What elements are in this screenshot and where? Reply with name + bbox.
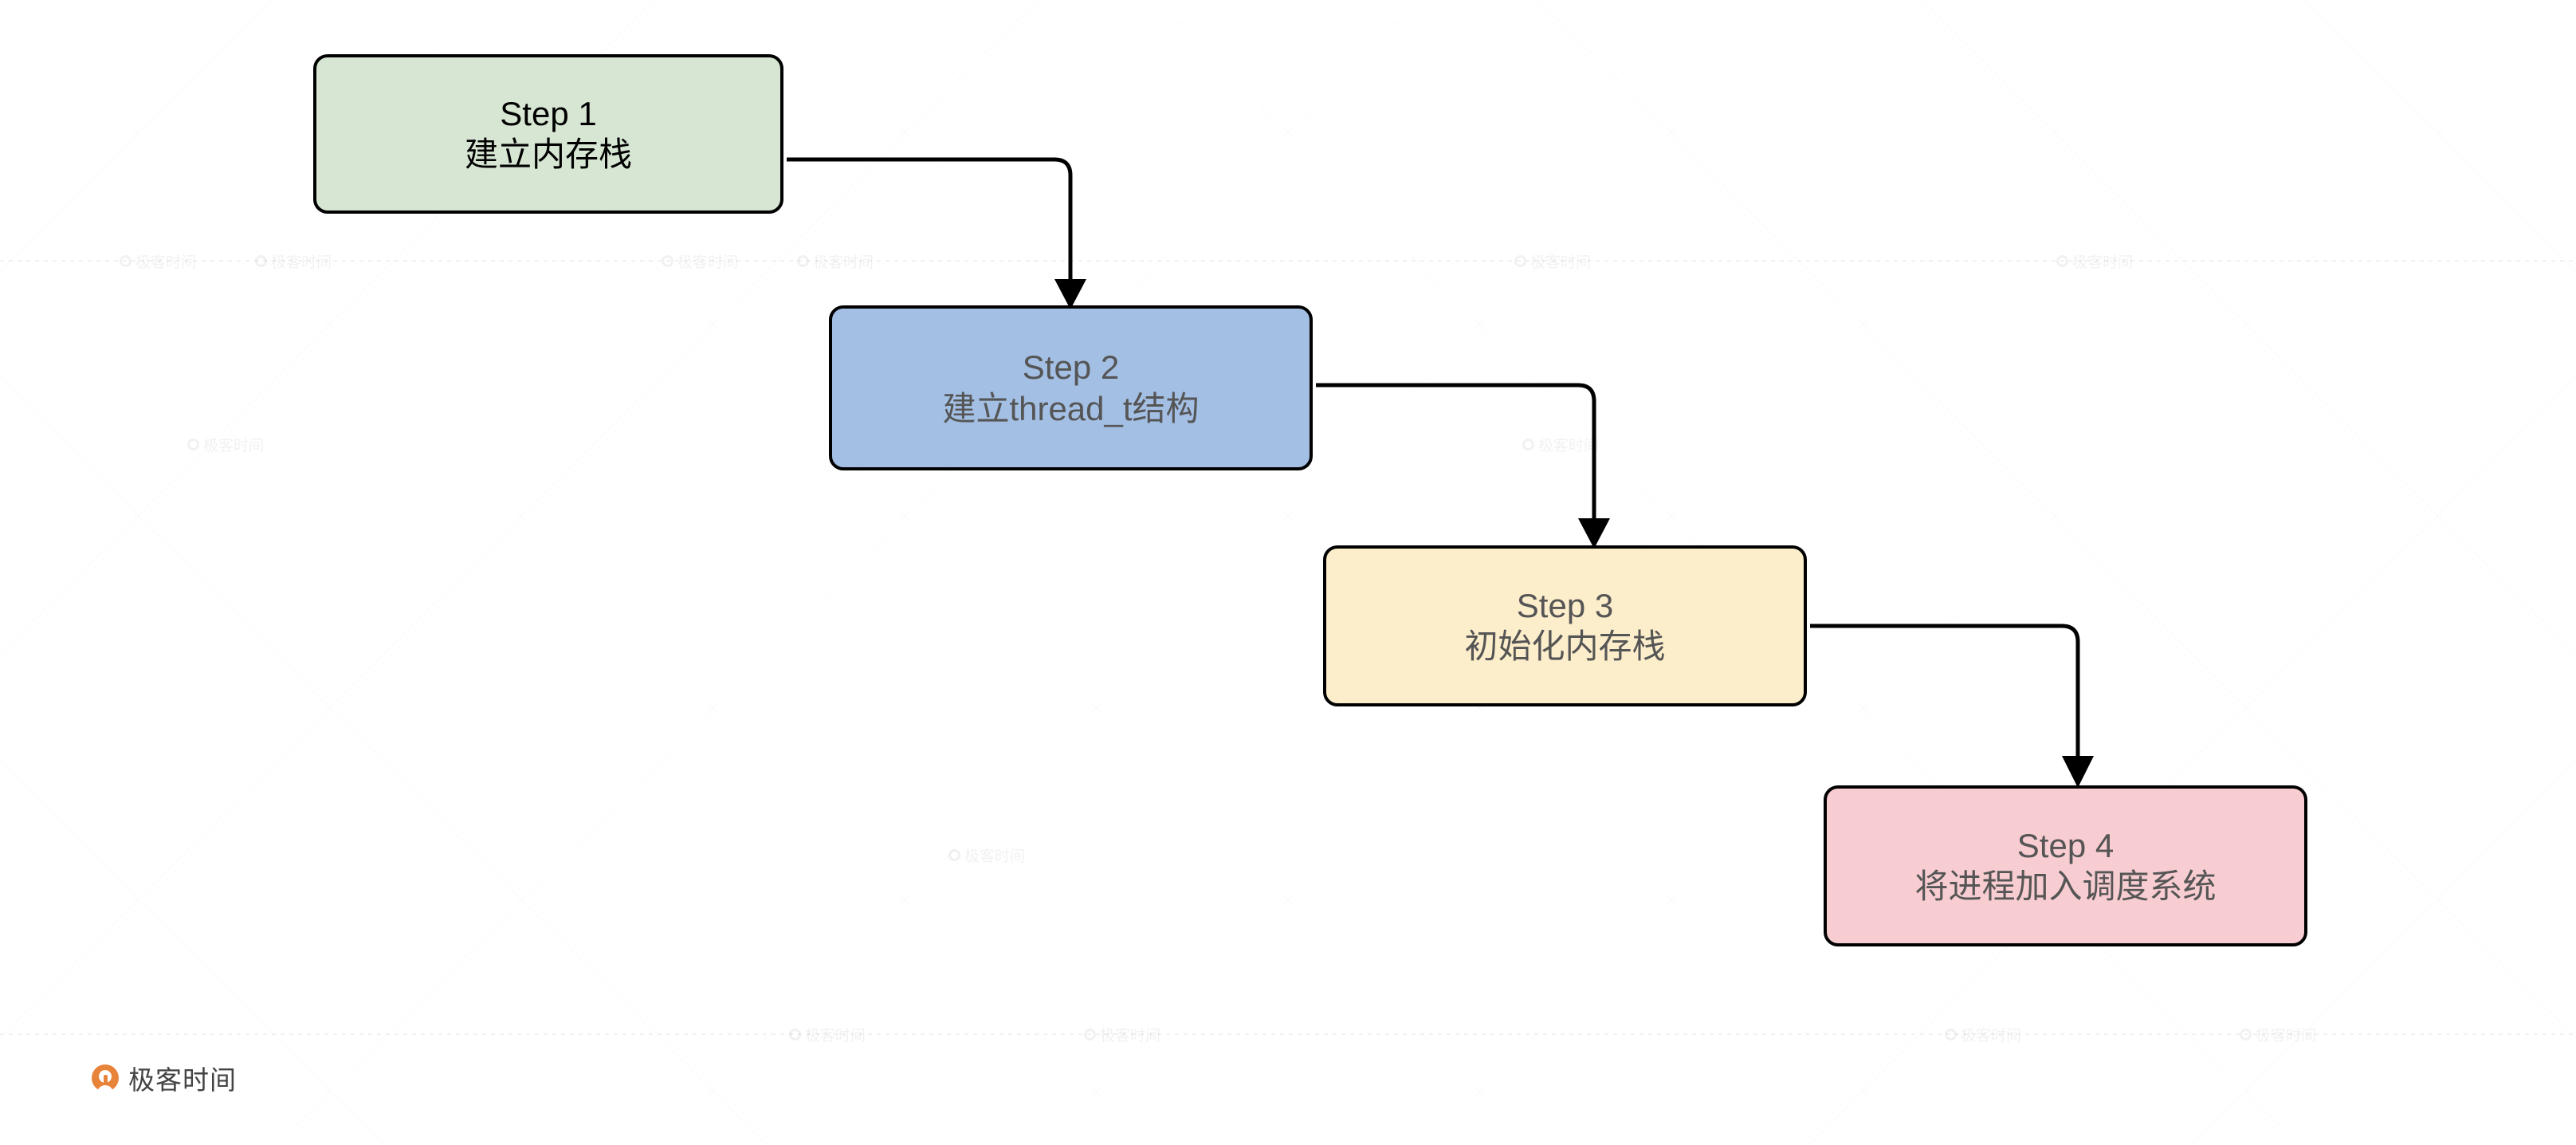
flow-node-step4-subtitle: 将进程加入调度系统	[1914, 868, 2217, 905]
edge-step3-to-step4	[1810, 624, 2094, 788]
flow-node-step1-subtitle: 建立内存栈	[464, 136, 632, 173]
arrowhead-icon	[1054, 279, 1086, 309]
flow-node-step2-subtitle: 建立thread_t结构	[942, 389, 1200, 427]
arrowhead-icon	[2062, 756, 2094, 788]
flow-node-step3[interactable]: Step 3 初始化内存栈	[1323, 545, 1807, 706]
brand-logo: 极客时间	[92, 1059, 237, 1097]
geektime-logo-icon	[92, 1064, 119, 1093]
flow-node-step3-subtitle: 初始化内存栈	[1464, 628, 1666, 665]
arrowhead-icon	[1578, 518, 1610, 549]
flow-node-step1[interactable]: Step 1 建立内存栈	[313, 54, 783, 214]
flow-node-step4[interactable]: Step 4 将进程加入调度系统	[1824, 785, 2307, 946]
edge-step1-to-step2	[787, 157, 1086, 309]
flow-node-step1-title: Step 1	[500, 94, 597, 132]
flow-node-step2-title: Step 2	[1022, 348, 1120, 387]
flow-node-step2[interactable]: Step 2 建立thread_t结构	[829, 305, 1313, 470]
flow-node-step3-title: Step 3	[1516, 586, 1614, 624]
edge-step2-to-step3	[1316, 383, 1610, 549]
flow-node-step4-title: Step 4	[2016, 826, 2115, 864]
brand-name: 极客时间	[128, 1065, 237, 1095]
